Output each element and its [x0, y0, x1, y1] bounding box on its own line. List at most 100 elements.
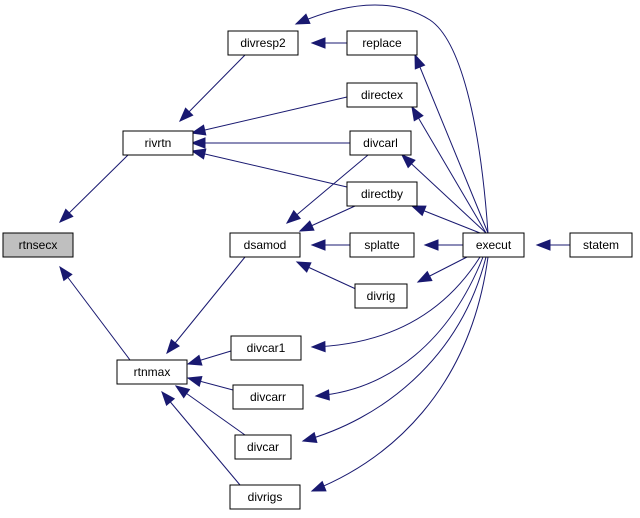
- node-label: directex: [361, 88, 403, 102]
- node-divcar[interactable]: divcar: [234, 434, 292, 460]
- arrowhead: [301, 431, 318, 443]
- edge-line: [311, 256, 489, 492]
- edge-execut-to-directex: [411, 105, 487, 234]
- edge-directex-to-rivrtn: [190, 96, 348, 136]
- edge-divcarl-to-rivrtn: [190, 137, 350, 149]
- edge-execut-to-divcar1: [310, 256, 481, 353]
- edge-line: [191, 150, 348, 188]
- edge-dsamod-to-rtnmax: [166, 256, 246, 355]
- node-box: [229, 232, 301, 258]
- edge-line: [286, 154, 369, 224]
- node-divresp2[interactable]: divresp2: [227, 30, 299, 56]
- node-directex[interactable]: directex: [346, 82, 418, 108]
- arrowhead: [186, 354, 203, 366]
- arrowhead: [314, 389, 330, 401]
- node-label: rtnmax: [134, 365, 171, 379]
- node-label: statem: [583, 238, 619, 252]
- edge-line: [311, 256, 481, 348]
- node-splatte[interactable]: splatte: [349, 232, 415, 258]
- edge-line: [161, 391, 241, 486]
- node-rtnmax[interactable]: rtnmax: [116, 359, 188, 385]
- edge-divrigs-to-rtnmax: [161, 390, 241, 486]
- node-box: [116, 359, 188, 385]
- arrowhead: [414, 53, 426, 70]
- node-box: [346, 82, 418, 108]
- arrowhead: [410, 205, 427, 217]
- node-statem[interactable]: statem: [569, 232, 633, 258]
- node-divcarl[interactable]: divcarl: [349, 130, 412, 156]
- node-label: splatte: [364, 238, 400, 252]
- node-rivrtn[interactable]: rivrtn: [122, 130, 194, 156]
- edge-line: [302, 256, 487, 442]
- node-box: [227, 30, 299, 56]
- edge-execut-to-directby: [410, 205, 481, 234]
- node-box: [229, 484, 301, 510]
- edge-execut-to-divresp2: [294, 4, 489, 234]
- edge-statem-to-execut: [535, 239, 570, 251]
- arrowhead: [285, 209, 302, 224]
- node-box: [349, 232, 415, 258]
- edges-layer: [59, 4, 570, 492]
- node-label: divrig: [367, 289, 396, 303]
- edge-line: [179, 54, 246, 122]
- node-rtnsecx[interactable]: rtnsecx: [2, 232, 74, 258]
- node-directby[interactable]: directby: [346, 181, 418, 207]
- edge-execut-to-replace: [414, 53, 489, 234]
- node-label: divcarl: [363, 136, 398, 150]
- node-box: [230, 335, 302, 361]
- arrowhead: [310, 239, 326, 251]
- edge-line: [401, 154, 487, 234]
- edge-divresp2-to-rivrtn: [179, 54, 246, 122]
- node-label: directby: [361, 187, 403, 201]
- node-divrigs[interactable]: divrigs: [229, 484, 301, 510]
- arrowhead: [294, 13, 311, 25]
- arrowhead: [535, 239, 551, 251]
- node-replace[interactable]: replace: [346, 30, 418, 56]
- node-dsamod[interactable]: dsamod: [229, 232, 301, 258]
- edge-execut-to-splatte: [423, 239, 463, 251]
- node-box: [462, 232, 525, 258]
- edge-replace-to-divresp2: [310, 37, 347, 49]
- edge-execut-to-divrig: [416, 256, 468, 283]
- edge-line: [411, 106, 487, 234]
- arrowhead: [310, 480, 327, 492]
- node-divcarr[interactable]: divcarr: [232, 384, 304, 410]
- edge-execut-to-divcarl: [400, 154, 487, 234]
- edge-rtnmax-to-rtnsecx: [59, 265, 131, 361]
- node-label: divcar1: [247, 341, 286, 355]
- node-divrig[interactable]: divrig: [354, 283, 408, 309]
- arrowhead: [295, 261, 312, 273]
- arrowhead: [59, 208, 74, 223]
- arrowhead: [310, 37, 326, 49]
- node-box: [354, 283, 408, 309]
- node-execut[interactable]: execut: [462, 232, 525, 258]
- node-box: [346, 30, 418, 56]
- arrowhead: [310, 340, 326, 353]
- node-label: divrigs: [248, 490, 283, 504]
- edge-line: [295, 4, 489, 234]
- arrowhead: [298, 220, 315, 232]
- edge-line: [315, 256, 484, 397]
- edge-line: [175, 385, 246, 436]
- arrowhead: [161, 390, 176, 407]
- edge-directby-to-dsamod: [298, 205, 356, 232]
- node-box: [569, 232, 633, 258]
- node-box: [2, 232, 74, 258]
- arrowhead: [423, 239, 439, 251]
- edge-rivrtn-to-rtnsecx: [59, 154, 129, 223]
- edge-execut-to-divrigs: [310, 256, 489, 492]
- arrowhead: [411, 105, 424, 122]
- node-label: replace: [362, 36, 402, 50]
- edge-divrig-to-dsamod: [295, 261, 359, 291]
- node-box: [122, 130, 194, 156]
- edge-execut-to-divcarr: [314, 256, 484, 401]
- node-box: [234, 434, 292, 460]
- edge-line: [166, 256, 246, 354]
- edge-divcarr-to-rtnmax: [186, 375, 234, 391]
- node-box: [346, 181, 418, 207]
- node-divcar1[interactable]: divcar1: [230, 335, 302, 361]
- edge-divcar-to-rtnmax: [174, 385, 246, 436]
- node-label: divcar: [247, 440, 279, 454]
- arrowhead: [400, 154, 416, 169]
- node-label: rivrtn: [145, 136, 172, 150]
